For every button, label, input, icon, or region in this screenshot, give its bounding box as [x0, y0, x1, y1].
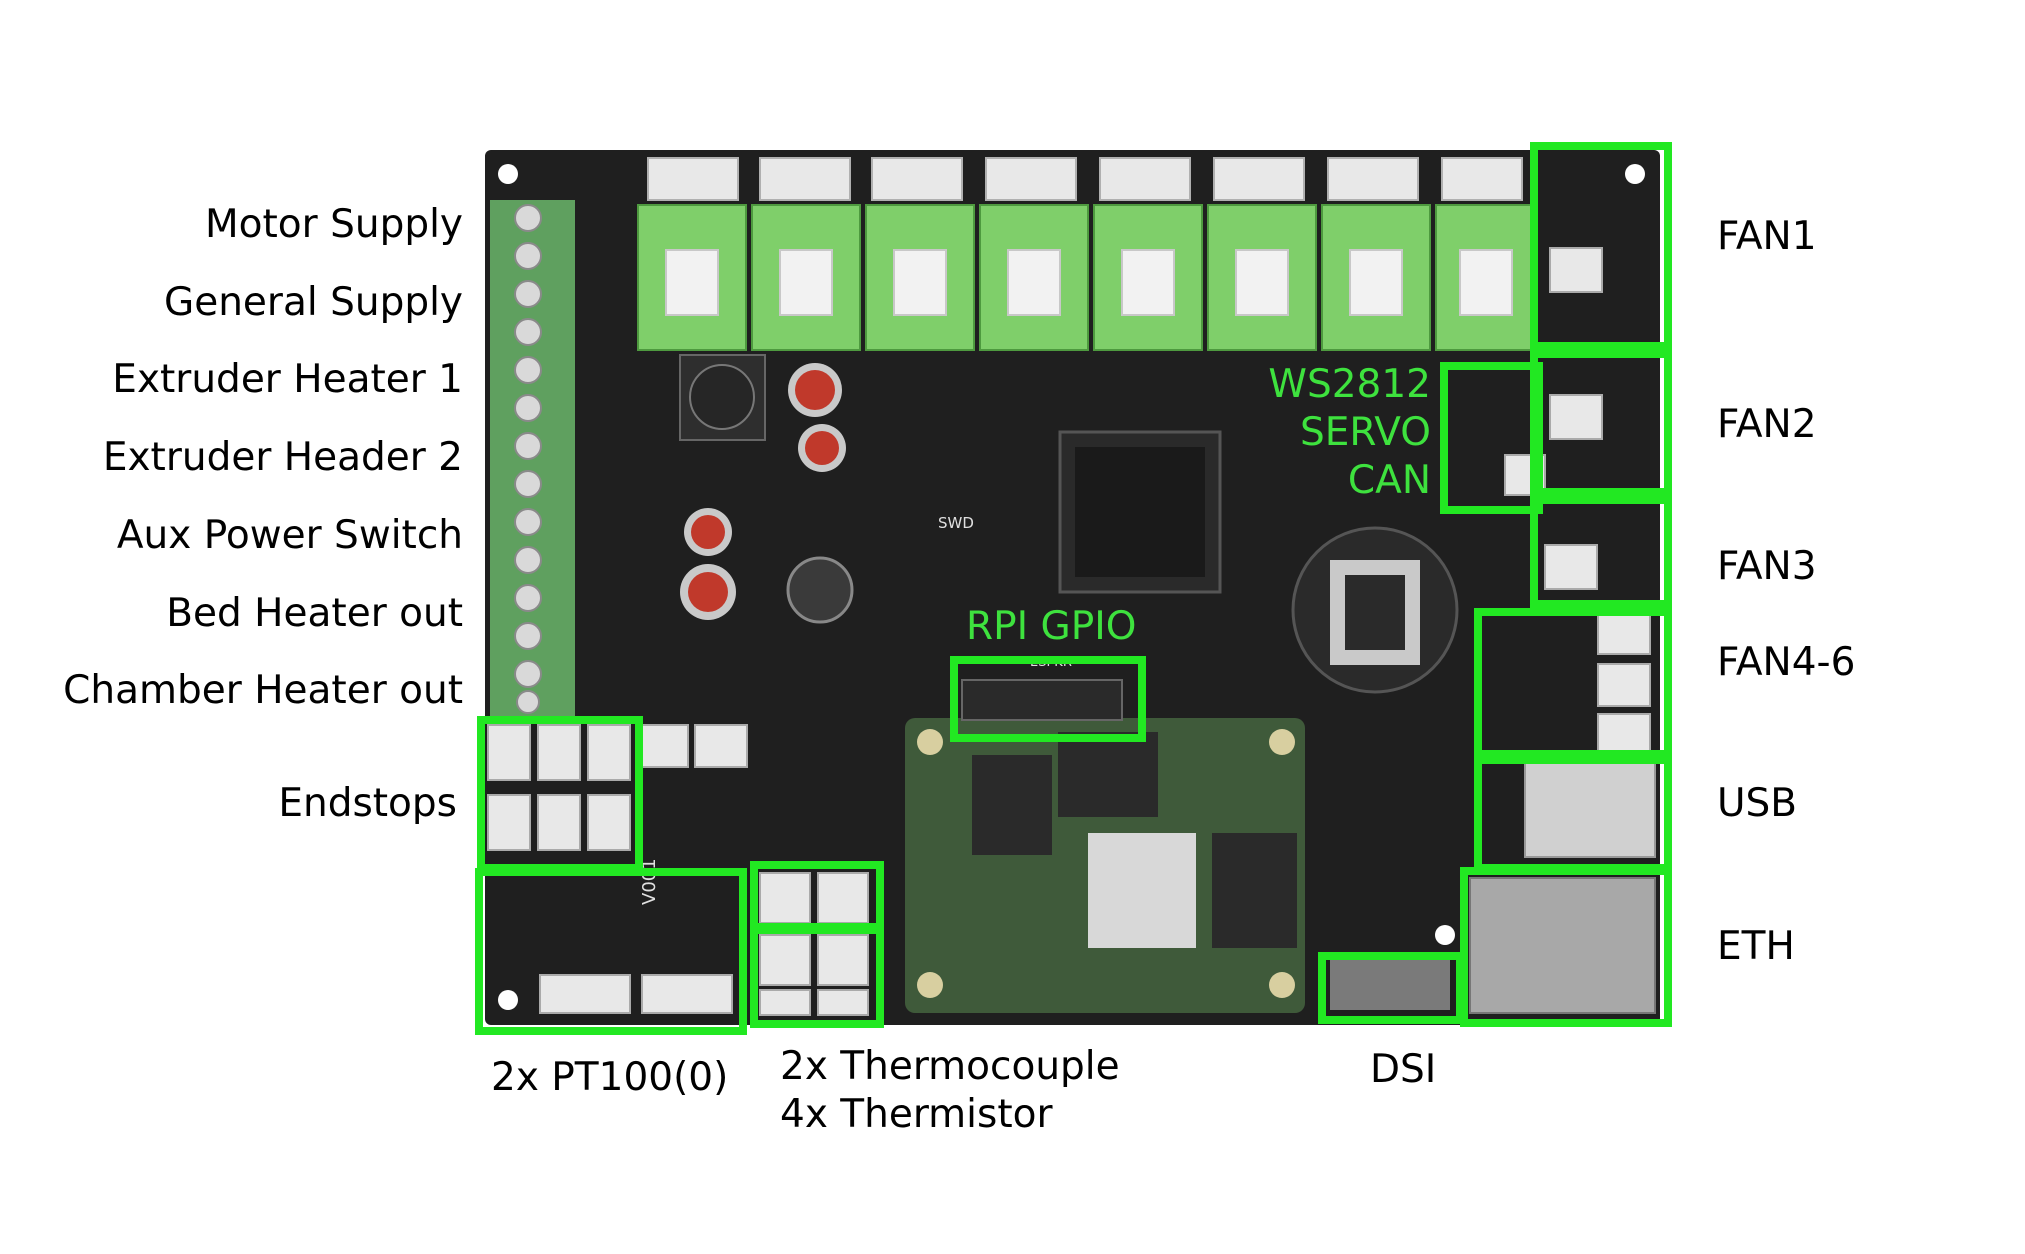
servo-label: SERVO: [1299, 410, 1431, 455]
stepper-drivers: [637, 204, 1537, 351]
fan2-highlight: [1530, 350, 1672, 496]
terminal-screws: [514, 204, 542, 714]
dsi-highlight: [1318, 952, 1464, 1024]
pt100-connectors: [539, 974, 733, 1014]
general-supply-label: General Supply: [164, 280, 463, 325]
ws2812-servo-can-highlight: [1440, 362, 1543, 514]
fan3-highlight: [1530, 496, 1672, 608]
aux-power-switch-label: Aux Power Switch: [116, 513, 463, 558]
fan4-6-highlight: [1474, 608, 1672, 758]
thermocouple-label: 2x Thermocouple: [780, 1044, 1120, 1089]
chamber-heater-out-label: Chamber Heater out: [63, 668, 463, 713]
usb-highlight: [1474, 756, 1672, 872]
rpi-gpio-label: RPI GPIO: [966, 604, 1137, 649]
motor-supply-label: Motor Supply: [205, 202, 463, 247]
fan-connectors: [1504, 247, 1651, 757]
thermistor-highlight: [750, 926, 884, 1028]
eth-label: ETH: [1717, 924, 1795, 969]
fan3-label: FAN3: [1717, 544, 1817, 589]
swd-silkscreen: SWD: [938, 514, 974, 532]
fan4-6-label: FAN4-6: [1717, 640, 1856, 685]
dsi-connector: [1330, 960, 1450, 1010]
gpio-header: [961, 679, 1123, 721]
mounting-hole-top-right: [1625, 164, 1645, 184]
can-label: CAN: [1347, 458, 1431, 503]
endstops-highlight: [477, 716, 643, 872]
thermistor-connectors: [759, 872, 869, 1016]
endstop-connectors: [487, 724, 748, 851]
extruder-heater-1-label: Extruder Heater 1: [112, 357, 463, 402]
rpi-gpio-highlight: [950, 656, 1146, 742]
fan2-label: FAN2: [1717, 402, 1817, 447]
fan1-label: FAN1: [1717, 214, 1817, 259]
capacitors: [680, 363, 854, 624]
ws2812-label: WS2812: [1268, 362, 1431, 407]
usb-port: [1524, 761, 1656, 858]
motor-connectors: [647, 157, 1523, 201]
fan1-highlight: [1530, 142, 1672, 350]
mounting-hole-bottom-left: [498, 990, 518, 1010]
usb-label: USB: [1717, 781, 1798, 826]
bed-heater-out-label: Bed Heater out: [166, 591, 463, 636]
ethernet-port: [1469, 877, 1656, 1014]
eth-highlight: [1460, 867, 1672, 1027]
thermocouple-highlight: [750, 861, 884, 931]
endstops-label: Endstops: [278, 781, 457, 826]
extruder-header-2-label: Extruder Header 2: [102, 435, 463, 480]
pt100-label: 2x PT100(0): [491, 1055, 729, 1100]
pt100-highlight: [475, 868, 747, 1035]
mounting-hole-top-left: [498, 164, 518, 184]
thermistor-label: 4x Thermistor: [780, 1092, 1053, 1137]
dsi-label: DSI: [1370, 1047, 1437, 1092]
mounting-hole-bottom-right: [1435, 925, 1455, 945]
